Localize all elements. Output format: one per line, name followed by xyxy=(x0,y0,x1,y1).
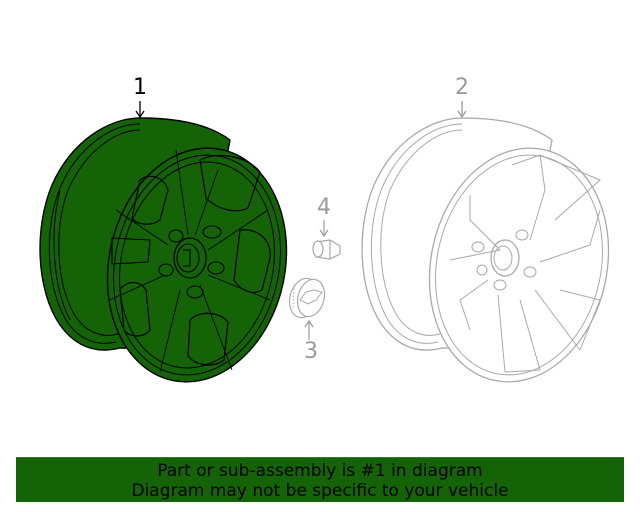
bowtie-emblem-icon xyxy=(299,289,323,305)
parts-diagram: 1 2 3 4 xyxy=(39,75,610,383)
diagram-canvas xyxy=(39,101,610,383)
lug-nut-icon xyxy=(312,239,341,260)
callout-1-label[interactable]: 1 xyxy=(133,75,147,100)
diagram-notice-banner: Part or sub-assembly is #1 in diagram Di… xyxy=(16,457,624,502)
wheel-highlighted-icon xyxy=(39,117,288,383)
banner-line-2: Diagram may not be specific to your vehi… xyxy=(131,481,509,501)
callout-3-label[interactable]: 3 xyxy=(304,339,318,364)
banner-line-1: Part or sub-assembly is #1 in diagram xyxy=(157,461,483,481)
wheel-alternate-icon xyxy=(361,117,610,383)
callout-2-label[interactable]: 2 xyxy=(455,75,469,100)
callout-4-label[interactable]: 4 xyxy=(317,195,331,220)
center-cap-icon xyxy=(288,277,326,319)
